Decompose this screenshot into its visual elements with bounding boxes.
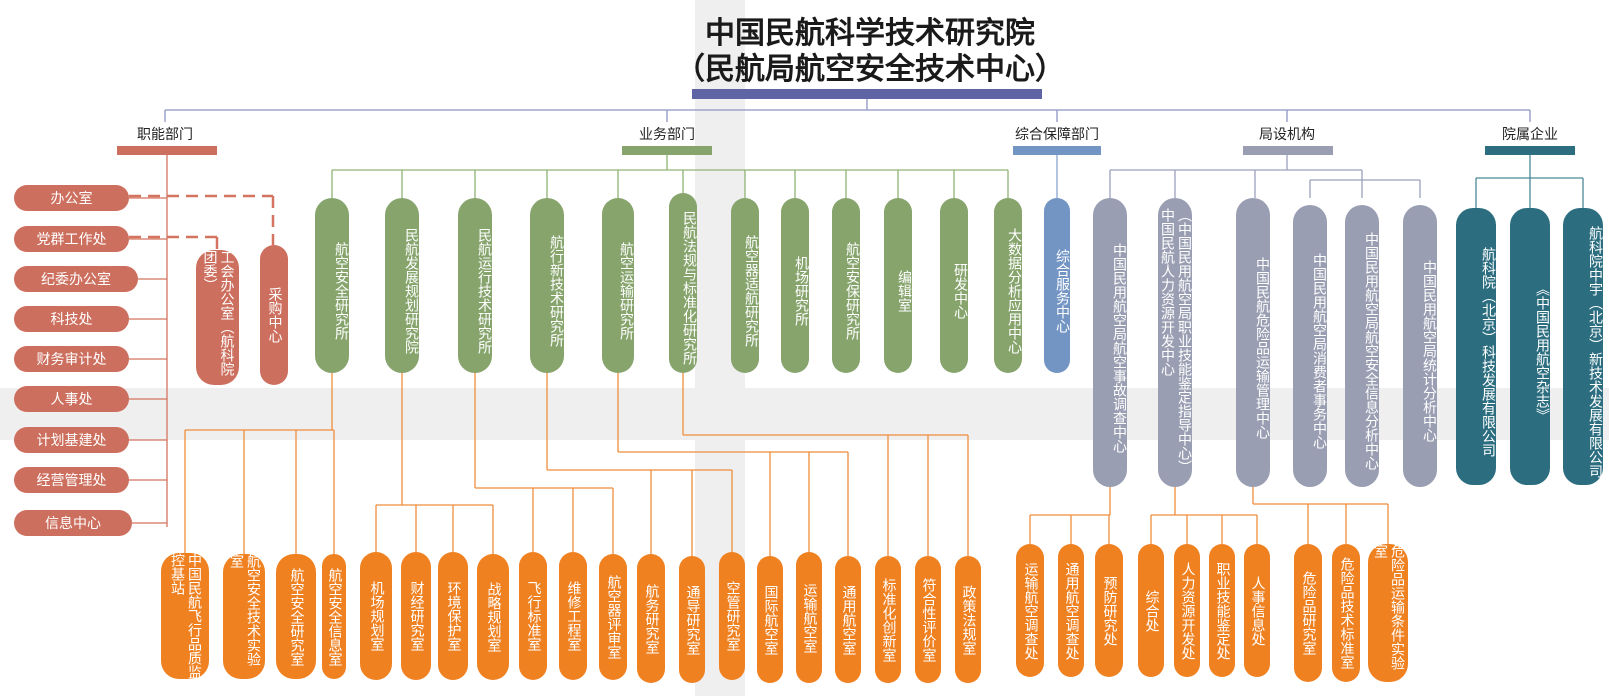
business-unit-5: 民航法规与标准化研究所 — [669, 193, 697, 373]
category-label-enterprise: 院属企业 — [1502, 127, 1558, 143]
sub-unit-11: 航务研究室 — [637, 554, 665, 683]
category-bar-bureau — [1243, 146, 1333, 155]
sub-unit-5: 财经研究室 — [401, 552, 431, 680]
enterprise-unit-1: 《中国民用航空杂志》 — [1510, 208, 1550, 485]
sub-unit-2: 航空安全研究室 — [276, 554, 316, 679]
functional-unit-1: 党群工作处 — [14, 226, 129, 252]
functional-unit-5: 人事处 — [14, 386, 129, 412]
title-bar — [692, 89, 1042, 99]
business-unit-1: 民航发展规划研究院 — [385, 198, 419, 373]
sub-unit-22: 预防研究处 — [1095, 544, 1123, 677]
sub-unit-25: 职业技能鉴定处 — [1209, 544, 1235, 677]
sub-unit-29: 危险品运输条件实验室 — [1368, 544, 1408, 682]
business-unit-3: 航行新技术研究所 — [530, 198, 564, 373]
business-unit-8: 航空安保研究所 — [832, 198, 860, 373]
category-label-functional: 职能部门 — [137, 127, 193, 143]
sub-unit-20: 运输航空调查处 — [1016, 544, 1044, 677]
business-unit-0: 航空安全研究所 — [315, 198, 349, 373]
bureau-unit-0: 中国民用航空局航空事故调查中心 — [1093, 198, 1127, 487]
support-unit-0: 综合服务中心 — [1044, 198, 1070, 373]
sub-unit-24: 人力资源开发处 — [1174, 544, 1200, 677]
functional-unit-3: 科技处 — [14, 306, 129, 332]
functional-unit-4: 财务审计处 — [14, 346, 129, 372]
sub-unit-4: 机场规划室 — [360, 552, 392, 680]
enterprise-unit-0: 航科院（北京）科技发展有限公司 — [1456, 208, 1496, 485]
sub-unit-0: 中国民航飞行品质监控基站 — [161, 553, 209, 679]
business-unit-10: 研发中心 — [940, 198, 968, 373]
category-bar-support — [1013, 146, 1101, 155]
sub-unit-13: 空管研究室 — [719, 552, 745, 680]
bureau-unit-2: 中国民航危险品运输管理中心 — [1236, 198, 1270, 487]
sub-unit-8: 飞行标准室 — [519, 552, 547, 680]
functional-unit-8: 信息中心 — [14, 510, 132, 536]
category-bar-functional — [117, 146, 217, 155]
business-unit-11: 大数据分析应用中心 — [994, 198, 1022, 373]
functional-unit-2: 纪委办公室 — [14, 266, 138, 292]
sub-unit-3: 航空安全信息室 — [322, 554, 346, 679]
background-band-horizontal — [0, 388, 1609, 440]
business-unit-6: 航空器适航研究所 — [731, 198, 759, 373]
sub-unit-10: 航空器评审室 — [599, 554, 627, 680]
enterprise-unit-2: 航科院中宇（北京）新技术发展有限公司 — [1563, 208, 1603, 485]
bureau-unit-4: 中国民用航空局航空安全信息分析中心 — [1345, 205, 1379, 487]
functional-unit-7: 经营管理处 — [14, 467, 129, 493]
functional-unit-6: 计划基建处 — [14, 427, 129, 453]
org-subtitle: （民航局航空安全技术中心） — [675, 52, 1065, 87]
sub-unit-18: 符合性评价室 — [915, 556, 941, 683]
sub-unit-21: 通用航空调查处 — [1058, 544, 1084, 677]
sub-unit-14: 国际航空室 — [757, 556, 783, 683]
category-label-support: 综合保障部门 — [1015, 127, 1099, 143]
functional-office-1: 采购中心 — [260, 245, 288, 385]
functional-office-0: 工会办公室（航科院团委） — [196, 250, 239, 385]
sub-unit-28: 危险品技术标准室 — [1332, 544, 1360, 682]
sub-unit-27: 危险品研究室 — [1294, 544, 1322, 682]
sub-unit-7: 战略规划室 — [477, 554, 509, 680]
bureau-unit-3: 中国民用航空局消费者事务中心 — [1293, 205, 1327, 487]
sub-unit-12: 通导研究室 — [679, 556, 705, 683]
bureau-unit-1: （中国民用航空局职业技能鉴定指导中心）中国民航人力资源开发中心 — [1158, 198, 1192, 487]
org-title: 中国民航科学技术研究院 — [705, 16, 1035, 51]
business-unit-9: 编辑室 — [884, 198, 912, 373]
business-unit-2: 民航运行技术研究所 — [458, 198, 492, 373]
business-unit-7: 机场研究所 — [781, 198, 809, 373]
sub-unit-1: 航空安全技术实验室 — [223, 554, 265, 679]
business-unit-4: 航空运输研究所 — [602, 198, 634, 373]
category-label-business: 业务部门 — [639, 127, 695, 143]
sub-unit-26: 人事信息处 — [1244, 544, 1270, 677]
sub-unit-17: 标准化创新室 — [875, 556, 901, 683]
functional-unit-0: 办公室 — [14, 185, 129, 211]
sub-unit-19: 政策法规室 — [955, 556, 981, 683]
sub-unit-9: 维修工程室 — [559, 552, 587, 680]
category-bar-business — [622, 146, 712, 155]
bureau-unit-5: 中国民用航空局统计分析中心 — [1403, 205, 1437, 487]
sub-unit-23: 综合处 — [1138, 544, 1164, 677]
category-bar-enterprise — [1485, 146, 1575, 155]
sub-unit-6: 环境保护室 — [438, 552, 468, 680]
category-label-bureau: 局设机构 — [1259, 127, 1315, 143]
sub-unit-16: 通用航空室 — [835, 556, 861, 683]
sub-unit-15: 运输航空室 — [796, 552, 822, 683]
